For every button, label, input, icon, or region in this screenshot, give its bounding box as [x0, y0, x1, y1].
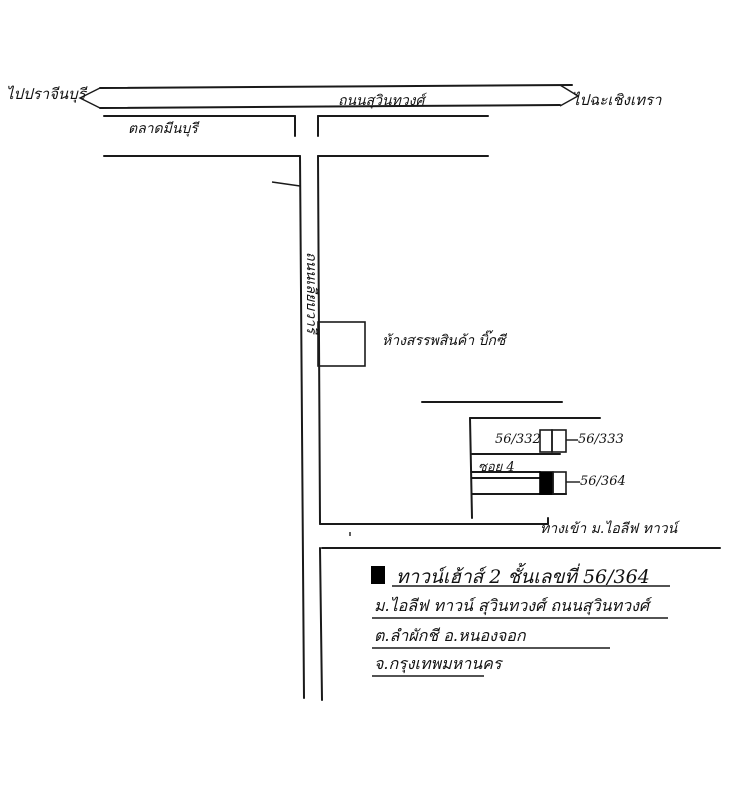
- soi-label: ซอย 4: [478, 460, 515, 475]
- vertical-road-label: ถนนเลียบวารี: [303, 252, 319, 334]
- village-entrance-label: ทางเข้า ม.ไอลีฟ ทาวน์: [540, 521, 678, 537]
- legend-target-marker: [371, 566, 385, 584]
- vertical-road-right-edge: [317, 155, 321, 525]
- main-road-label: ถนนสุวินทวงศ์: [338, 93, 425, 109]
- legend-line-2: ม.ไอลีฟ ทาวน์ สุวินทวงศ์ ถนนสุวินทวงศ์: [374, 596, 650, 615]
- house-56-364-label: 56/364: [580, 474, 626, 489]
- east-arrow: [559, 84, 580, 107]
- shop-label: ห้างสรรพสินค้า บิ๊กซี: [382, 333, 506, 349]
- west-arrow: [78, 87, 101, 109]
- house-56-364-target: [539, 471, 554, 495]
- vertical-road-left-edge: [299, 155, 305, 699]
- house-56-332: [539, 429, 553, 453]
- house-next-to-target: [552, 471, 567, 495]
- shop-building: [317, 321, 366, 367]
- vertical-road-right-edge-lower: [319, 547, 323, 701]
- main-road-bottom-edge: [99, 104, 561, 109]
- legend-line-4: จ.กรุงเทพมหานคร: [374, 654, 502, 673]
- vertical-road-label-arrow: [271, 181, 301, 187]
- main-road-top-edge: [99, 84, 573, 89]
- legend-line-1: ทาวน์เฮ้าส์ 2 ชั้นเลขที่ 56/364: [396, 566, 650, 588]
- legend-line-3: ต.ลำผักชี อ.หนองจอก: [374, 626, 526, 645]
- house-56-332-label: 56/332: [495, 432, 541, 447]
- service-road-label: ตลาดมีนบุรี: [128, 121, 198, 137]
- west-label: ไปปราจีนบุรี: [6, 85, 86, 103]
- house-56-333: [551, 429, 567, 453]
- village-left-wall: [469, 417, 473, 519]
- east-label: ไปฉะเชิงเทรา: [572, 91, 662, 109]
- house-56-333-label: 56/333: [578, 432, 624, 447]
